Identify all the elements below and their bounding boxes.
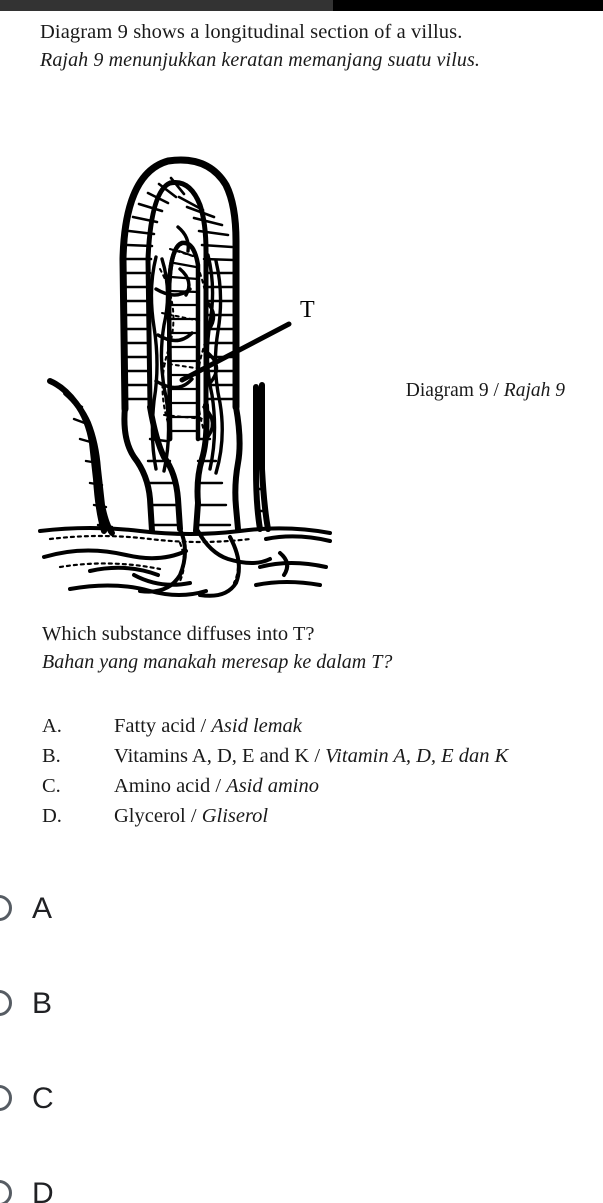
printed-option-d-malay: Gliserol	[201, 805, 269, 827]
printed-option-b-english: Vitamins A, D, E and K	[114, 745, 310, 767]
printed-option-d: D. Glycerol / Gliserol	[42, 801, 602, 831]
question-text: Which substance diffuses into T? Bahan y…	[42, 620, 582, 676]
printed-option-a-malay: Asid lemak	[211, 715, 302, 737]
status-bar-left	[0, 0, 333, 11]
figure-caption: Diagram 9 / Rajah 9	[300, 380, 565, 402]
answer-choice-d[interactable]: D	[0, 1170, 603, 1203]
radio-button-icon-a[interactable]	[0, 895, 12, 921]
printed-option-d-text: Glycerol / Gliserol	[114, 805, 268, 827]
answer-choice-group: A B C D	[0, 860, 603, 1203]
printed-option-d-english: Glycerol	[114, 805, 186, 827]
printed-option-c-key: C.	[42, 775, 61, 797]
printed-option-b-malay: Vitamin A, D, E dan K	[325, 745, 509, 767]
villus-diagram: T	[30, 139, 350, 599]
answer-choice-a-label: A	[32, 892, 53, 925]
radio-button-icon-c[interactable]	[0, 1085, 12, 1111]
printed-option-c-separator: /	[210, 775, 227, 797]
question-malay: Bahan yang manakah meresap ke dalam T?	[42, 651, 393, 673]
answer-choice-b[interactable]: B	[0, 980, 603, 1028]
label-t-text: T	[300, 297, 315, 323]
printed-option-b-key: B.	[42, 745, 61, 767]
villus-diagram-svg: T	[38, 156, 332, 598]
answer-choice-b-label: B	[32, 987, 53, 1020]
printed-option-a-separator: /	[195, 715, 212, 737]
answer-choice-c-label: C	[32, 1082, 54, 1115]
answer-choice-a[interactable]: A	[0, 885, 603, 933]
stem-english: Diagram 9 shows a longitudinal section o…	[40, 21, 463, 43]
printed-option-d-key: D.	[42, 805, 62, 827]
radio-button-icon-d[interactable]	[0, 1180, 12, 1203]
printed-option-b: B. Vitamins A, D, E and K / Vitamin A, D,…	[42, 741, 602, 771]
radio-button-icon-b[interactable]	[0, 990, 12, 1016]
printed-option-d-separator: /	[185, 805, 202, 827]
printed-option-c-malay: Asid amino	[226, 775, 319, 797]
answer-choice-c[interactable]: C	[0, 1075, 603, 1123]
printed-option-a-text: Fatty acid / Asid lemak	[114, 715, 302, 737]
printed-option-a-key: A.	[42, 715, 62, 737]
figure-caption-malay: Rajah 9	[503, 380, 565, 401]
question-english: Which substance diffuses into T?	[42, 623, 315, 645]
question-stem: Diagram 9 shows a longitudinal section o…	[40, 18, 580, 74]
figure-caption-english: Diagram 9	[405, 380, 489, 401]
answer-choice-d-label: D	[32, 1177, 54, 1203]
scanned-question-sheet: Diagram 9 shows a longitudinal section o…	[0, 11, 603, 846]
printed-option-a: A. Fatty acid / Asid lemak	[42, 711, 602, 741]
stem-malay: Rajah 9 menunjukkan keratan memanjang su…	[40, 49, 480, 71]
printed-option-c-english: Amino acid	[114, 775, 211, 797]
printed-option-b-text: Vitamins A, D, E and K / Vitamin A, D, E…	[114, 745, 508, 767]
printed-option-list: A. Fatty acid / Asid lemak B. Vitamins A, …	[42, 711, 602, 831]
printed-option-c-text: Amino acid / Asid amino	[114, 775, 319, 797]
printed-option-c: C. Amino acid / Asid amino	[42, 771, 602, 801]
printed-option-a-english: Fatty acid	[114, 715, 196, 737]
figure-caption-separator: /	[488, 380, 504, 401]
status-bar-right	[333, 0, 603, 11]
printed-option-b-separator: /	[309, 745, 326, 767]
